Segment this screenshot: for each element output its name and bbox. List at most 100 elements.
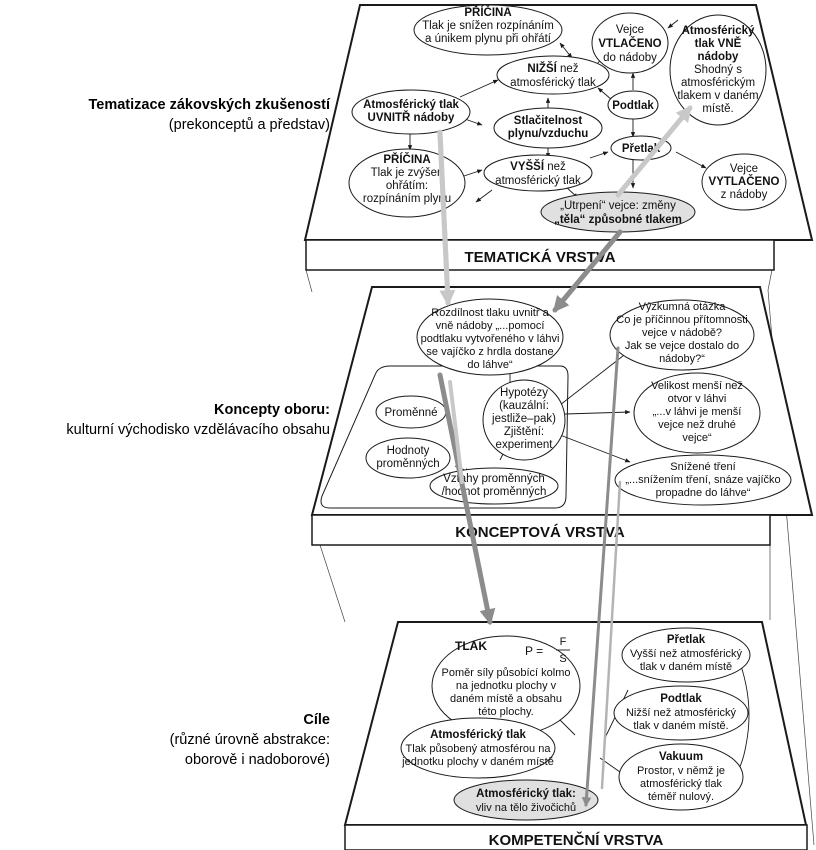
competence-layer: KOMPETENČNÍ VRSTVA TLAK P = F S Poměr sí… <box>343 621 808 850</box>
lower-ellipse <box>496 55 610 95</box>
under-title: Podtlak <box>660 693 702 705</box>
connector-left-top <box>305 269 313 293</box>
atm-def-line-1: Tlak působený atmosférou na <box>406 743 552 755</box>
research-ellipse <box>609 299 755 371</box>
arrow-cause-lower <box>559 42 573 59</box>
atm-out-text-line-7: místě. <box>702 103 733 115</box>
arrow-life-to-friction <box>600 480 622 790</box>
over-ellipse <box>621 627 751 683</box>
size-text-line-1: Velikost menší než <box>651 380 743 392</box>
compress-text-line-1: Stlačitelnost <box>514 115 583 127</box>
atm-life-def: vliv na tělo živočichů <box>476 802 576 814</box>
research-text-line-4: Jak se vejce dostalo do <box>625 340 739 352</box>
pressure-def-line-1: Poměr síly působící kolmo <box>442 667 571 679</box>
arrow-higher-over <box>589 151 609 159</box>
vacuum-def-line-1: Prostor, v němž je <box>637 765 725 777</box>
research-text-line-2: Co je příčinnou přítomnosti <box>616 314 747 326</box>
concept-title-box <box>311 514 771 546</box>
under-def-line-1: Nižší než atmosférický <box>626 707 737 719</box>
concept-side-label: Koncepty oboru: kulturní východisko vzdě… <box>66 400 330 440</box>
arrow-under-lower <box>597 87 613 101</box>
arrow-suffer-to-atmout <box>615 105 693 198</box>
atm-life-title: Atmosférický tlak: <box>476 788 576 800</box>
atm-out-text-line-4: Shodný s <box>694 64 742 76</box>
atm-in-ellipse <box>351 89 471 135</box>
atm-ellipse <box>400 717 556 779</box>
friction-text-line-3: propadne do láhve“ <box>656 487 751 499</box>
competence-title-box <box>344 824 808 850</box>
atm-out-text-line-5: atmosférickým <box>681 77 755 89</box>
arrow-hyp-size <box>564 409 631 415</box>
suffer-line1: „Utrpení“ vejce: změny <box>560 200 676 212</box>
underpressure-text: Podtlak <box>612 100 654 112</box>
concept-side-normal: kulturní východisko vzdělávacího obsahu <box>66 422 330 438</box>
size-ellipse <box>633 372 761 454</box>
egg-in-ellipse <box>591 12 669 74</box>
egg-out-text-line-3: z nádoby <box>721 189 768 201</box>
competence-side-normal-2: oborově i nadoborové) <box>184 752 330 768</box>
atm-def-line-2: jednotku plochy v daném místě <box>401 756 554 768</box>
egg-in-text-line-1: Vejce <box>616 24 644 36</box>
cause-bottom-ellipse <box>348 148 466 218</box>
hypotheses-text-line-2: (kauzální: <box>499 400 549 412</box>
cross-layer-arrows <box>437 105 693 807</box>
friction-ellipse <box>614 454 792 506</box>
arrow-over-eggout <box>675 151 707 169</box>
atm-in-text-line-2: UVNITŘ nádoby <box>368 111 455 124</box>
thematic-side-label: Tematizace zákovských zkušeností (prekon… <box>88 95 330 135</box>
hypotheses-text-line-1: Hypotézy <box>500 387 548 399</box>
atm-life-ellipse <box>453 779 599 821</box>
over-title: Přetlak <box>667 634 706 646</box>
values-text-line-2: proměnných <box>376 458 439 470</box>
friction-text-line-1: Snížené tření <box>670 461 735 473</box>
arrow-atmout-egg <box>667 19 679 29</box>
higher-line2: atmosférický tlak <box>495 175 581 187</box>
research-text-line-3: vejce v nádobě? <box>642 327 722 339</box>
compress-text-line-2: plynu/vzduchu <box>508 128 589 140</box>
competence-side-bold: Cíle <box>303 712 330 728</box>
difference-text-line-2: vně nádoby „...pomocí <box>436 320 545 332</box>
connector-left-mid <box>319 544 346 623</box>
atm-out-text-line-2: tlak VNĚ <box>695 37 742 50</box>
underpressure-ellipse <box>607 90 659 120</box>
relations-text: Vztahy proměnných/hodnot proměnných <box>442 473 547 498</box>
arrow-difference-to-pressure <box>437 372 496 626</box>
thematic-title: TEMATICKÁ VRSTVA <box>464 249 615 266</box>
arrow-difference-to-atmin <box>437 132 451 303</box>
arrow-suffer-to-difference <box>552 229 623 313</box>
friction-text: Snížené tření„...snížením tření, snáze v… <box>625 461 780 499</box>
compress-ellipse <box>493 107 603 149</box>
variables-text: Proměnné <box>384 407 437 419</box>
values-text-line-1: Hodnoty <box>387 445 430 457</box>
concept-layer: KONCEPTOVÁ VRSTVA Rozdílnost tlaku uvnit… <box>310 286 814 546</box>
relations-text-line-2: /hodnot proměnných <box>442 486 547 498</box>
connector-right-top <box>767 269 773 291</box>
hypotheses-text-line-5: experiment <box>496 439 554 451</box>
difference-text-line-5: do láhve“ <box>467 359 513 371</box>
over-def-line-2: tlak v daném místě <box>640 661 732 673</box>
size-text-line-5: vejce“ <box>682 432 712 444</box>
atm-title: Atmosférický tlak <box>430 729 526 741</box>
size-text-line-2: otvor v láhvi <box>668 393 727 405</box>
under-def-line-2: tlak v daném místě. <box>633 720 728 732</box>
egg-out-text-line-1: Vejce <box>730 163 758 175</box>
research-text-line-5: nádoby?“ <box>659 353 705 365</box>
cause-top-text-line-1: PŘÍČINA <box>464 6 511 19</box>
arrow-research-to-life <box>581 346 620 807</box>
cause-bottom-text-line-1: PŘÍČINA <box>383 153 430 166</box>
cause-top-ellipse <box>413 4 563 56</box>
